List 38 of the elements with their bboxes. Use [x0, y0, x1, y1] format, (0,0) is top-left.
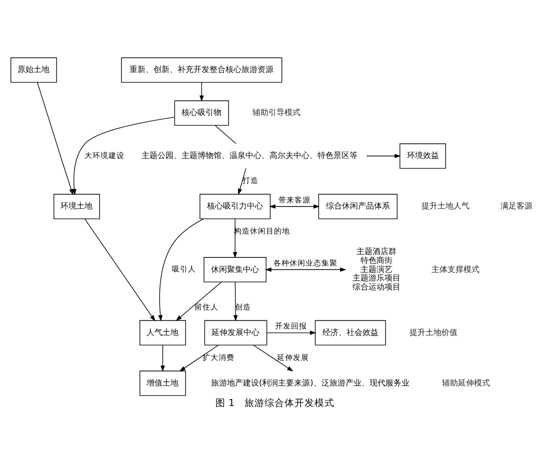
arrow	[176, 282, 222, 321]
arrow	[232, 218, 238, 258]
node-box: 环境效益	[400, 143, 446, 169]
node-box: 核心吸引力中心	[200, 194, 271, 220]
node-box: 核心吸引物	[174, 100, 229, 126]
arrow	[253, 344, 294, 372]
arrow	[158, 218, 204, 322]
node-text: 主题公园、主题博物馆、温泉中心、高尔夫中心、特色景区等	[141, 150, 358, 160]
arrow	[199, 82, 204, 102]
arrow	[269, 204, 320, 209]
node-box: 综合休闲产品体系	[318, 194, 398, 220]
arrow	[266, 330, 316, 335]
arrow	[366, 154, 401, 158]
connector	[214, 125, 236, 144]
node-box: 原始土地	[10, 57, 57, 83]
arrow	[160, 344, 165, 372]
arrow	[179, 344, 219, 372]
node-box: 经济、社会效益	[314, 320, 386, 346]
arrow	[238, 168, 246, 195]
arrow	[265, 268, 346, 272]
arrow	[72, 116, 175, 196]
label: 满足客源	[500, 200, 532, 211]
node-box: 休闲聚集中心	[204, 257, 266, 282]
node-box: 延伸发展中心	[204, 320, 268, 346]
arrow	[233, 282, 238, 322]
label: 辅助延伸模式	[442, 377, 490, 388]
node-text: 主题酒店群 特色商街 主题演艺 主题游乐项目 综合运动项目	[352, 246, 400, 292]
label: 提升土地人气	[421, 200, 470, 211]
node-box: 环境土地	[54, 194, 100, 220]
label: 提升土地价值	[410, 326, 458, 337]
label: 主体支撑模式	[432, 264, 480, 274]
caption: 图 1 旅游综合体开发模式	[215, 398, 335, 409]
node-box: 重新、创新、补充开发整合核心旅游资源	[121, 57, 282, 83]
node-box: 人气土地	[140, 320, 186, 346]
arrow	[84, 218, 156, 322]
node-box: 增值土地	[140, 370, 186, 396]
node-text: 旅游地产建设(利润主要来源)、泛旅游产业、现代服务业	[210, 377, 410, 388]
label: 辅助引导模式	[252, 107, 301, 118]
